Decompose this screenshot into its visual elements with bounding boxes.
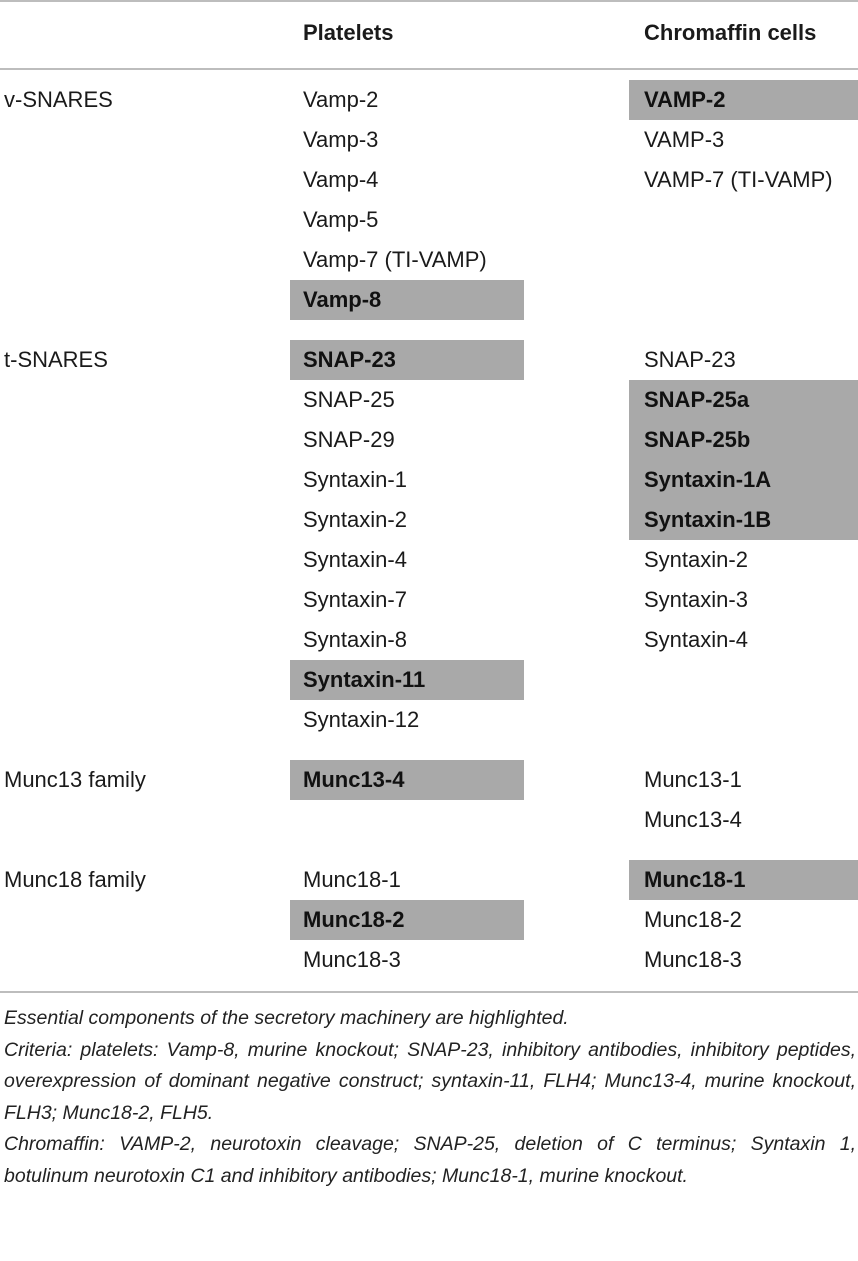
- platelet-component: Vamp-2: [303, 87, 379, 112]
- chromaffin-component: Syntaxin-4: [644, 627, 748, 652]
- platelet-component: Syntaxin-4: [303, 547, 407, 572]
- chromaffin-component: Syntaxin-1A: [629, 460, 858, 500]
- table-top-rule: [0, 0, 858, 2]
- footnote-chromaffin-criteria: Chromaffin: VAMP-2, neurotoxin cleavage;…: [4, 1133, 856, 1187]
- chromaffin-component: Munc18-2: [644, 907, 742, 932]
- chromaffin-component: SNAP-23: [644, 347, 736, 372]
- platelet-component: Vamp-5: [303, 207, 379, 232]
- platelet-component: Vamp-7 (TI-VAMP): [303, 247, 487, 272]
- chromaffin-component: Munc18-1: [629, 860, 858, 900]
- chromaffin-component: VAMP-3: [644, 127, 725, 152]
- chromaffin-component: Syntaxin-1B: [629, 500, 858, 540]
- chromaffin-component: VAMP-2: [629, 80, 858, 120]
- header-rule: [0, 68, 858, 70]
- chromaffin-component: Munc13-4: [644, 807, 742, 832]
- platelet-component: SNAP-25: [303, 387, 395, 412]
- platelet-component: Munc13-4: [290, 760, 524, 800]
- category-label: Munc18 family: [4, 867, 146, 892]
- chromaffin-component: SNAP-25a: [629, 380, 858, 420]
- platelet-component: Munc18-1: [303, 867, 401, 892]
- platelet-component: Vamp-4: [303, 167, 379, 192]
- chromaffin-component: VAMP-7 (TI-VAMP): [644, 167, 833, 192]
- column-header-platelets: Platelets: [303, 20, 394, 45]
- footnote-highlight-legend: Essential components of the secretory ma…: [4, 1007, 569, 1029]
- category-label: v-SNARES: [4, 87, 113, 112]
- chromaffin-component: Syntaxin-3: [644, 587, 748, 612]
- platelet-component: SNAP-29: [303, 427, 395, 452]
- footnote-platelet-criteria: Criteria: platelets: Vamp-8, murine knoc…: [4, 1038, 856, 1124]
- chromaffin-component: SNAP-25b: [629, 420, 858, 460]
- table-footnotes: Essential components of the secretory ma…: [4, 1003, 856, 1192]
- platelet-component: Syntaxin-7: [303, 587, 407, 612]
- platelet-component: Syntaxin-12: [303, 707, 420, 732]
- platelet-component: Syntaxin-11: [290, 660, 524, 700]
- chromaffin-component: Munc18-3: [644, 947, 742, 972]
- platelet-component: Vamp-8: [290, 280, 524, 320]
- footer-rule: [0, 991, 858, 993]
- platelet-component: Syntaxin-8: [303, 627, 407, 652]
- platelet-component: Vamp-3: [303, 127, 379, 152]
- platelet-component: Munc18-3: [303, 947, 401, 972]
- chromaffin-component: Syntaxin-2: [644, 547, 748, 572]
- platelet-component: Syntaxin-2: [303, 507, 407, 532]
- platelet-component: SNAP-23: [290, 340, 524, 380]
- column-header-chromaffin: Chromaffin cells: [644, 20, 817, 45]
- platelet-component: Syntaxin-1: [303, 467, 407, 492]
- platelet-component: Munc18-2: [290, 900, 524, 940]
- category-label: Munc13 family: [4, 767, 146, 792]
- category-label: t-SNARES: [4, 347, 108, 372]
- chromaffin-component: Munc13-1: [644, 767, 742, 792]
